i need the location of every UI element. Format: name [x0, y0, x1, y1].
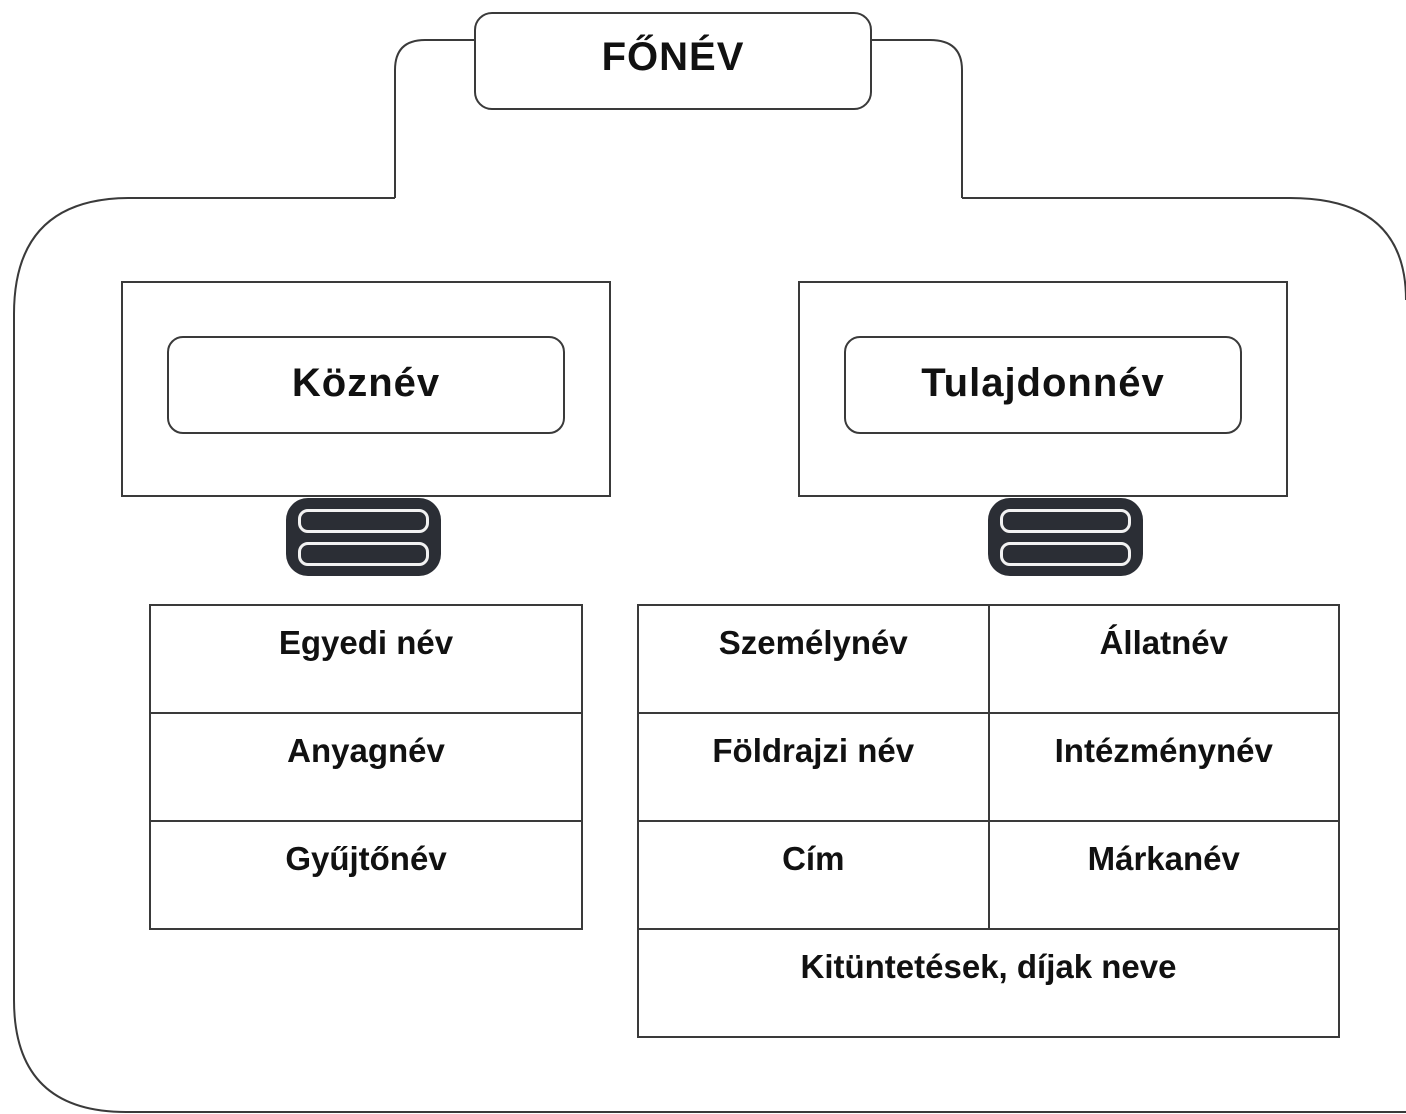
proper-item: Földrajzi név [637, 712, 990, 822]
proper-item: Intézménynév [987, 712, 1340, 822]
root-label: FŐNÉV [601, 34, 745, 79]
root-bracket [394, 39, 963, 198]
proper-item: Személynév [637, 604, 990, 714]
proper-item: Cím [637, 820, 990, 930]
container-outline [13, 197, 1406, 1113]
common-item: Gyűjtőnév [149, 820, 583, 930]
proper-item: Állatnév [987, 604, 1340, 714]
common-table: Egyedi név Anyagnév Gyűjtőnév [149, 604, 583, 930]
proper-frame [798, 281, 1288, 497]
proper-link-icon [988, 498, 1143, 576]
common-frame [121, 281, 611, 497]
proper-item: Márkanév [987, 820, 1340, 930]
proper-footer: Kitüntetések, díjak neve [637, 928, 1340, 1038]
proper-node: Tulajdonnév [844, 336, 1242, 434]
proper-label: Tulajdonnév [921, 360, 1165, 405]
proper-table: Személynév Állatnév Földrajzi név Intézm… [637, 604, 1340, 1038]
root-node: FŐNÉV [474, 12, 872, 110]
common-item: Anyagnév [149, 712, 583, 822]
common-item: Egyedi név [149, 604, 583, 714]
common-link-icon [286, 498, 441, 576]
common-node: Köznév [167, 336, 565, 434]
common-label: Köznév [291, 360, 441, 405]
